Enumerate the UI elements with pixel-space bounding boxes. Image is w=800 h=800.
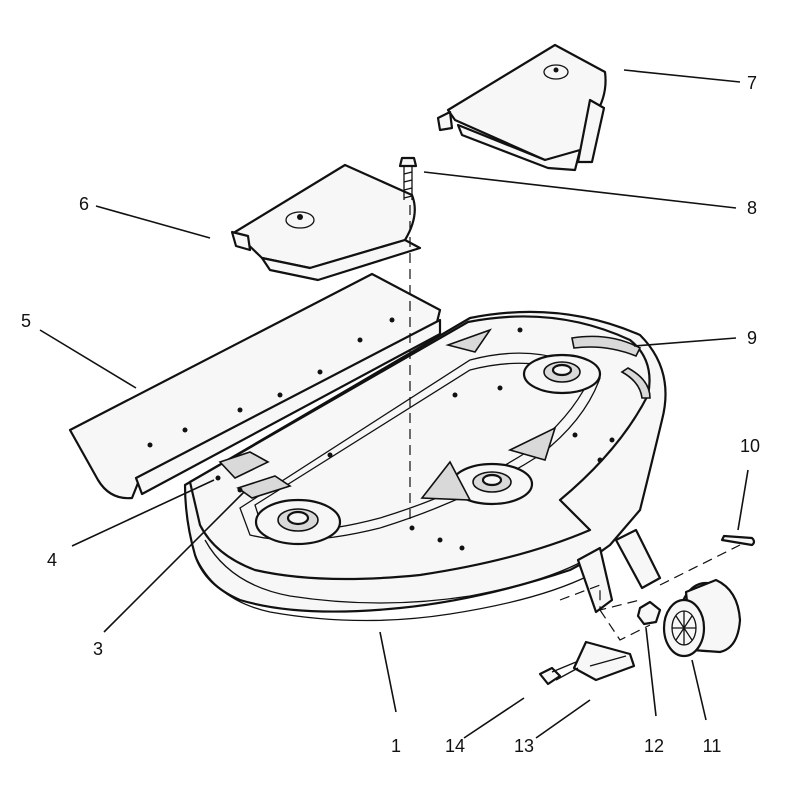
gauge-wheel: [662, 578, 742, 658]
callout-5: 5: [21, 311, 31, 331]
callout-10: 10: [740, 436, 760, 456]
axle-bracket: [572, 640, 636, 682]
callout-1: 1: [391, 736, 401, 756]
callout-7: 7: [747, 73, 757, 93]
mower-deck: [183, 310, 667, 622]
spindle-center: [450, 462, 534, 506]
callout-11: 11: [703, 736, 722, 756]
callout-6: 6: [79, 194, 89, 214]
spindle-right: [522, 353, 602, 395]
pulley-cover-right: [436, 43, 607, 172]
callout-14: 14: [445, 736, 465, 756]
belt-shield: [68, 272, 442, 500]
wheel-axle-nut: [636, 600, 662, 626]
callout-8: 8: [747, 198, 757, 218]
axle-bolt: [538, 661, 579, 686]
callout-12: 12: [644, 736, 664, 756]
cotter-pin: [720, 534, 756, 547]
leader-lines: [39, 69, 749, 739]
pulley-cover-left: [230, 163, 422, 282]
spindle-left: [254, 498, 342, 546]
callout-4: 4: [47, 550, 57, 570]
callout-13: 13: [514, 736, 534, 756]
cover-bolt: [398, 156, 418, 520]
callout-9: 9: [747, 328, 757, 348]
callout-3: 3: [93, 639, 103, 659]
